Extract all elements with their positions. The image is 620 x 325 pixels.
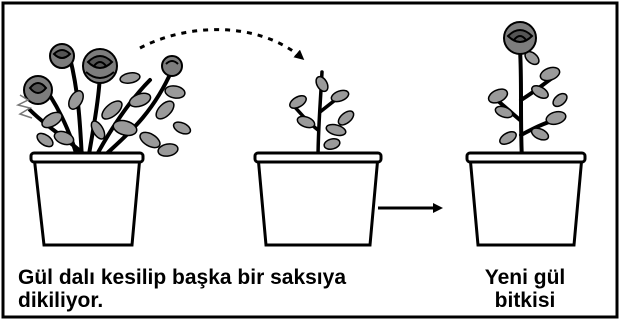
rose-flower-icon (503, 21, 537, 55)
rose-flower-icon (161, 55, 183, 77)
caption-new-plant-line-1: Yeni gül (484, 266, 566, 289)
caption-new-plant-line-2: bitkisi (494, 289, 556, 312)
cutting-leaves (289, 75, 355, 151)
pot-rim (29, 151, 145, 164)
flower-pot-icon (256, 154, 380, 247)
new-rose-plant (465, 21, 587, 247)
rose-flower-icon (82, 48, 118, 84)
rose-flower-icon (23, 75, 53, 105)
flower-pot-icon (32, 154, 142, 247)
flower-pot-icon (468, 154, 584, 247)
rose-bush-leaves (36, 72, 192, 157)
caption-cutting-line-2: dikiliyor. (18, 289, 104, 312)
cut-mark (15, 94, 33, 119)
pot-rim (253, 151, 383, 164)
pot-rim (465, 151, 587, 164)
caption-cutting-planted: Gül dalı kesilip başka bir saksıya dikil… (18, 266, 438, 312)
caption-new-plant: Yeni gül bitkisi (450, 266, 600, 312)
caption-cutting-line-1: Gül dalı kesilip başka bir saksıya (18, 266, 347, 289)
rose-cutting (253, 70, 383, 247)
rose-flower-icon (49, 43, 75, 69)
new-plant-leaves (487, 50, 568, 145)
rose-bush (15, 43, 192, 247)
